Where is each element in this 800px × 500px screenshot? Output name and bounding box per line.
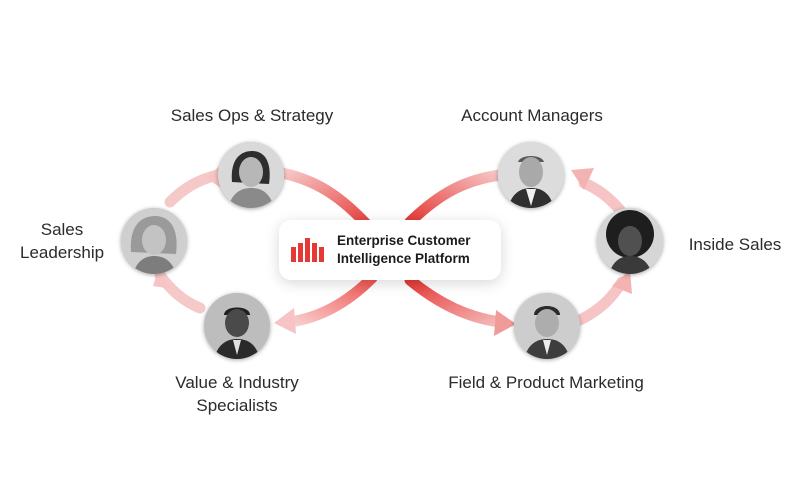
label-field-marketing: Field & Product Marketing [448,373,644,392]
arrow-center-to-account-managers [404,169,506,228]
person-portrait-icon [498,142,564,208]
arrow-center-to-value [284,272,378,328]
arrow-field-to-inside [574,276,628,326]
label-sales-leadership: Sales Leadership [20,220,105,262]
avatar-sales-leadership [121,208,187,274]
label-inside-sales: Inside Sales [688,235,782,254]
person-portrait-icon [514,293,580,359]
arrow-center-to-sales-ops [276,167,376,234]
label-value-specialists: Value & Industry Specialists [175,373,299,415]
arrow-leadership-to-value [154,269,206,314]
avatar-account-managers [498,142,564,208]
platform-card: Enterprise Customer Intelligence Platfor… [279,220,501,280]
person-portrait-icon [121,208,187,274]
avatar-value-specialists [204,293,270,359]
arrow-inside-to-account [578,177,626,216]
avatar-sales-ops [218,142,284,208]
person-portrait-icon [597,208,663,274]
arrow-center-to-field [404,274,506,328]
avatar-field-marketing [514,293,580,359]
label-account-managers: Account Managers [461,106,603,125]
label-sales-ops: Sales Ops & Strategy [170,106,334,125]
person-portrait-icon [204,293,270,359]
arrowhead-to-field [494,310,516,336]
person-portrait-icon [218,142,284,208]
arrowhead-to-account-managers [571,168,594,190]
arrowhead-to-leadership [153,270,172,289]
bar-chart-logo-icon [291,238,324,262]
platform-title: Enterprise Customer Intelligence Platfor… [337,233,471,266]
arrowhead-to-value [274,308,296,334]
avatar-inside-sales [597,208,663,274]
arrowhead-to-inside-sales [612,270,632,294]
